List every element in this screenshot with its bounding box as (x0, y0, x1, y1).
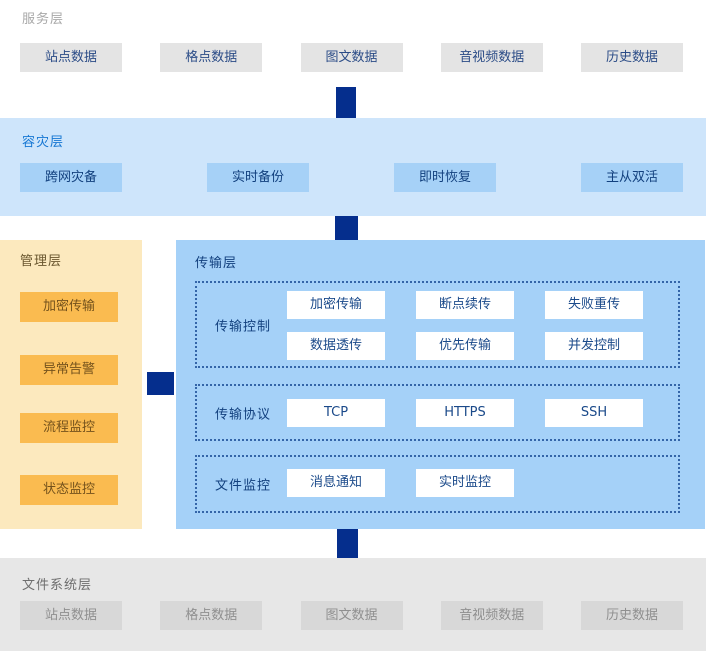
connector-management-to-transport (147, 372, 174, 395)
file-monitoring-box-realtime-monitor: 实时监控 (416, 469, 514, 497)
transport-protocol-label: 传输协议 (215, 407, 272, 422)
disaster-box-instant-recovery: 即时恢复 (394, 163, 496, 192)
filesystem-box-av-data: 音视频数据 (440, 601, 543, 630)
filesystem-box-history-data: 历史数据 (581, 601, 683, 630)
service-box-av-data: 音视频数据 (440, 43, 543, 72)
management-box-encrypted-transfer: 加密传输 (20, 292, 118, 322)
transport-control-box-retry-on-failure: 失败重传 (545, 291, 643, 319)
transport-control-box-encrypted-transfer: 加密传输 (287, 291, 385, 319)
connector-transport-to-filesystem (337, 529, 358, 558)
transport-protocol-box-https: HTTPS (416, 399, 514, 427)
service-box-site-data: 站点数据 (20, 43, 122, 72)
disaster-recovery-layer-title: 容灾层 (22, 135, 65, 150)
filesystem-layer: 文件系统层 站点数据 格点数据 图文数据 音视频数据 历史数据 (0, 558, 706, 651)
transport-protocol-box-tcp: TCP (287, 399, 385, 427)
service-box-grid-data: 格点数据 (160, 43, 263, 72)
disaster-recovery-row: 跨网灾备 实时备份 即时恢复 主从双活 (20, 163, 683, 192)
management-box-process-monitoring: 流程监控 (20, 413, 118, 443)
transport-control-box-concurrency-control: 并发控制 (545, 332, 643, 360)
file-monitoring-box-message-notify: 消息通知 (287, 469, 385, 497)
management-box-anomaly-alert: 异常告警 (20, 355, 118, 385)
service-layer-title: 服务层 (22, 12, 65, 27)
transport-control-label: 传输控制 (215, 319, 272, 334)
filesystem-layer-title: 文件系统层 (22, 578, 93, 593)
disaster-box-cross-network-backup: 跨网灾备 (20, 163, 122, 192)
service-box-history-data: 历史数据 (581, 43, 683, 72)
service-layer-row: 站点数据 格点数据 图文数据 音视频数据 历史数据 (20, 43, 683, 72)
transport-control-section: 传输控制 加密传输 断点续传 失败重传 数据透传 优先传输 并发控制 (195, 281, 680, 368)
transport-control-box-resume-transfer: 断点续传 (416, 291, 514, 319)
connector-disaster-to-transport (335, 216, 358, 240)
file-monitoring-section: 文件监控 消息通知 实时监控 (195, 455, 680, 513)
transport-control-box-data-passthrough: 数据透传 (287, 332, 385, 360)
disaster-box-master-slave: 主从双活 (581, 163, 683, 192)
transport-layer-title: 传输层 (195, 256, 238, 271)
file-monitoring-label: 文件监控 (215, 478, 272, 494)
transport-protocol-section: 传输协议 TCP HTTPS SSH (195, 384, 680, 441)
connector-service-to-disaster (336, 87, 356, 118)
transport-layer: 传输层 传输控制 加密传输 断点续传 失败重传 数据透传 优先传输 并发控制 传… (176, 240, 705, 529)
filesystem-box-graphic-data: 图文数据 (300, 601, 403, 630)
disaster-recovery-layer: 容灾层 跨网灾备 实时备份 即时恢复 主从双活 (0, 118, 706, 216)
management-layer-title: 管理层 (20, 254, 63, 269)
filesystem-box-grid-data: 格点数据 (160, 601, 263, 630)
transport-protocol-box-ssh: SSH (545, 399, 643, 427)
transport-control-box-priority-transfer: 优先传输 (416, 332, 514, 360)
disaster-box-realtime-backup: 实时备份 (207, 163, 309, 192)
management-layer: 管理层 加密传输 异常告警 流程监控 状态监控 (0, 240, 142, 529)
service-box-graphic-data: 图文数据 (300, 43, 403, 72)
filesystem-row: 站点数据 格点数据 图文数据 音视频数据 历史数据 (20, 601, 683, 630)
filesystem-box-site-data: 站点数据 (20, 601, 122, 630)
management-box-status-monitoring: 状态监控 (20, 475, 118, 505)
